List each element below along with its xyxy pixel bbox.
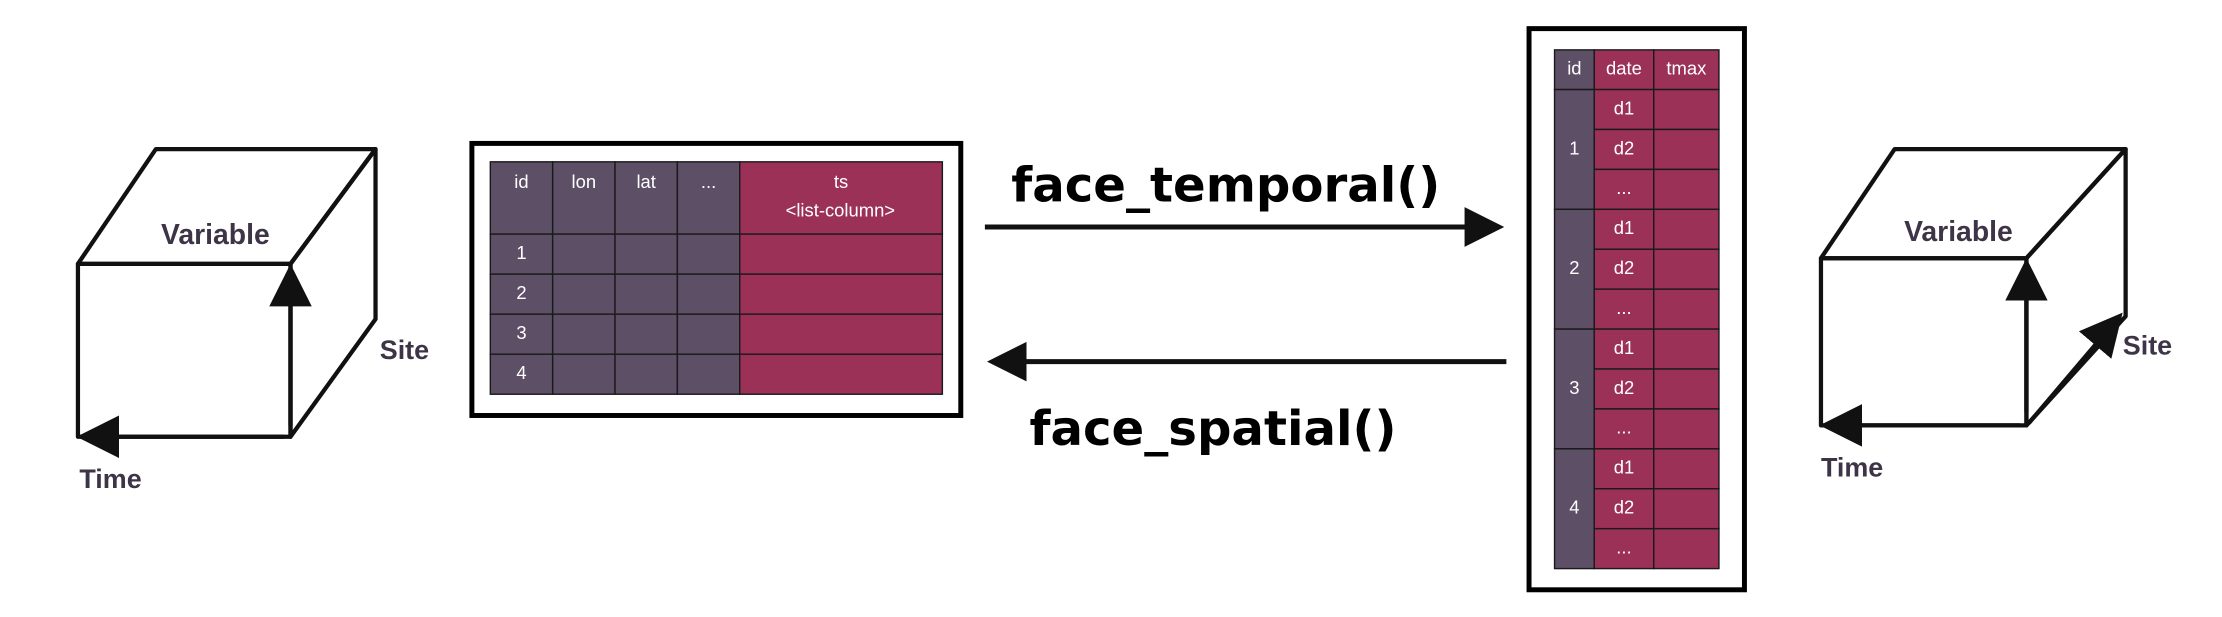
header-cell (1653, 49, 1720, 91)
date-cell (1593, 368, 1655, 410)
table-cell (551, 273, 616, 315)
table-cell (614, 233, 679, 275)
date-cell (1593, 88, 1655, 131)
header-cell (614, 161, 679, 235)
row-id: 4 (1569, 497, 1579, 518)
date-cell (1593, 488, 1655, 530)
tmax-cell (1653, 328, 1720, 370)
date-cell (1593, 288, 1655, 330)
tmax-cell (1653, 88, 1720, 131)
date-cell (1593, 168, 1655, 211)
date-value: d2 (1614, 377, 1634, 398)
tmax-cell (1653, 448, 1720, 490)
cube-front-face (1818, 256, 2029, 428)
tmax-cell (1653, 168, 1720, 211)
date-cell (1593, 248, 1655, 290)
time-label: Time (79, 464, 141, 494)
header-cell (489, 161, 554, 235)
id-cell (1553, 448, 1595, 570)
row-id: 4 (516, 362, 526, 383)
date-value: ... (1616, 536, 1631, 557)
date-value: ... (1616, 417, 1631, 438)
date-cell (1593, 448, 1655, 490)
cube-front-face (75, 261, 293, 439)
tmax-cell (1653, 248, 1720, 290)
face-spatial-arrow: face_spatial() (987, 341, 1507, 457)
tmax-cell (1653, 128, 1720, 171)
date-value: d2 (1614, 137, 1634, 158)
table-cell (739, 273, 944, 315)
time-label: Time (1821, 452, 1883, 482)
date-value: d1 (1614, 97, 1634, 118)
id-cell (1553, 208, 1595, 330)
variable-label: Variable (161, 219, 270, 251)
variable-label: Variable (1904, 216, 2013, 248)
row-id: 1 (1569, 137, 1579, 158)
spatial-table: id lon lat... ts <list-column> 1 2 3 4 (489, 161, 944, 395)
header-cell (676, 161, 741, 235)
table-cell (739, 233, 944, 275)
column-header: ts (834, 171, 848, 192)
temporal-table: id date tmax 1 d1 d2... 2 d1 d2... 3 d1 d2... 4 d1 d2.… (1553, 49, 1720, 570)
column-header: date (1606, 58, 1642, 79)
table-cell (614, 313, 679, 355)
left-cube: Variable Site Time (75, 146, 429, 494)
header-cell (739, 161, 944, 235)
table-cell (614, 353, 679, 395)
date-value: ... (1616, 177, 1631, 198)
face-temporal-label: face_temporal() (1011, 158, 1440, 214)
ts-subtitle: <list-column> (786, 199, 895, 220)
id-cell (1553, 88, 1595, 211)
face-temporal-arrow: face_temporal() (984, 158, 1505, 247)
column-header: lat (636, 171, 655, 192)
row-id: 3 (1569, 377, 1579, 398)
table-cell (551, 233, 616, 275)
table-cell (551, 353, 616, 395)
date-value: ... (1616, 297, 1631, 318)
column-header: ... (701, 171, 716, 192)
table-cell (739, 313, 944, 355)
table-cell (551, 313, 616, 355)
row-id: 1 (516, 242, 526, 263)
header-cell (1593, 49, 1655, 91)
site-label: Site (2123, 331, 2172, 361)
date-value: d1 (1614, 457, 1634, 478)
date-cell (1593, 408, 1655, 450)
column-header: lon (572, 171, 597, 192)
date-cell (1593, 527, 1655, 570)
tmax-cell (1653, 488, 1720, 530)
row-id: 2 (516, 282, 526, 303)
column-header: tmax (1666, 58, 1706, 79)
tmax-cell (1653, 288, 1720, 330)
date-value: d2 (1614, 497, 1634, 518)
site-label: Site (380, 335, 429, 365)
table-cell (676, 273, 741, 315)
table-cell (676, 233, 741, 275)
table-cell (614, 273, 679, 315)
row-id: 2 (1569, 257, 1579, 278)
column-header: id (514, 171, 528, 192)
cube-right-face (2024, 146, 2128, 428)
cube-right-face (288, 146, 378, 439)
date-value: d2 (1614, 257, 1634, 278)
table-cell (489, 353, 554, 395)
face-spatial-label: face_spatial() (1030, 401, 1397, 457)
date-cell (1593, 208, 1655, 250)
table-cell (676, 313, 741, 355)
date-value: d1 (1614, 337, 1634, 358)
row-id: 3 (516, 322, 526, 343)
tmax-cell (1653, 527, 1720, 570)
column-header: id (1567, 58, 1581, 79)
table-cell (489, 233, 554, 275)
site-axis-arrow (2027, 312, 2123, 425)
table-cell (676, 353, 741, 395)
tmax-cell (1653, 368, 1720, 410)
right-cube: Variable Site Time (1818, 146, 2172, 482)
tmax-cell (1653, 208, 1720, 250)
table-cell (739, 353, 944, 395)
date-value: d1 (1614, 217, 1634, 238)
tmax-cell (1653, 408, 1720, 450)
